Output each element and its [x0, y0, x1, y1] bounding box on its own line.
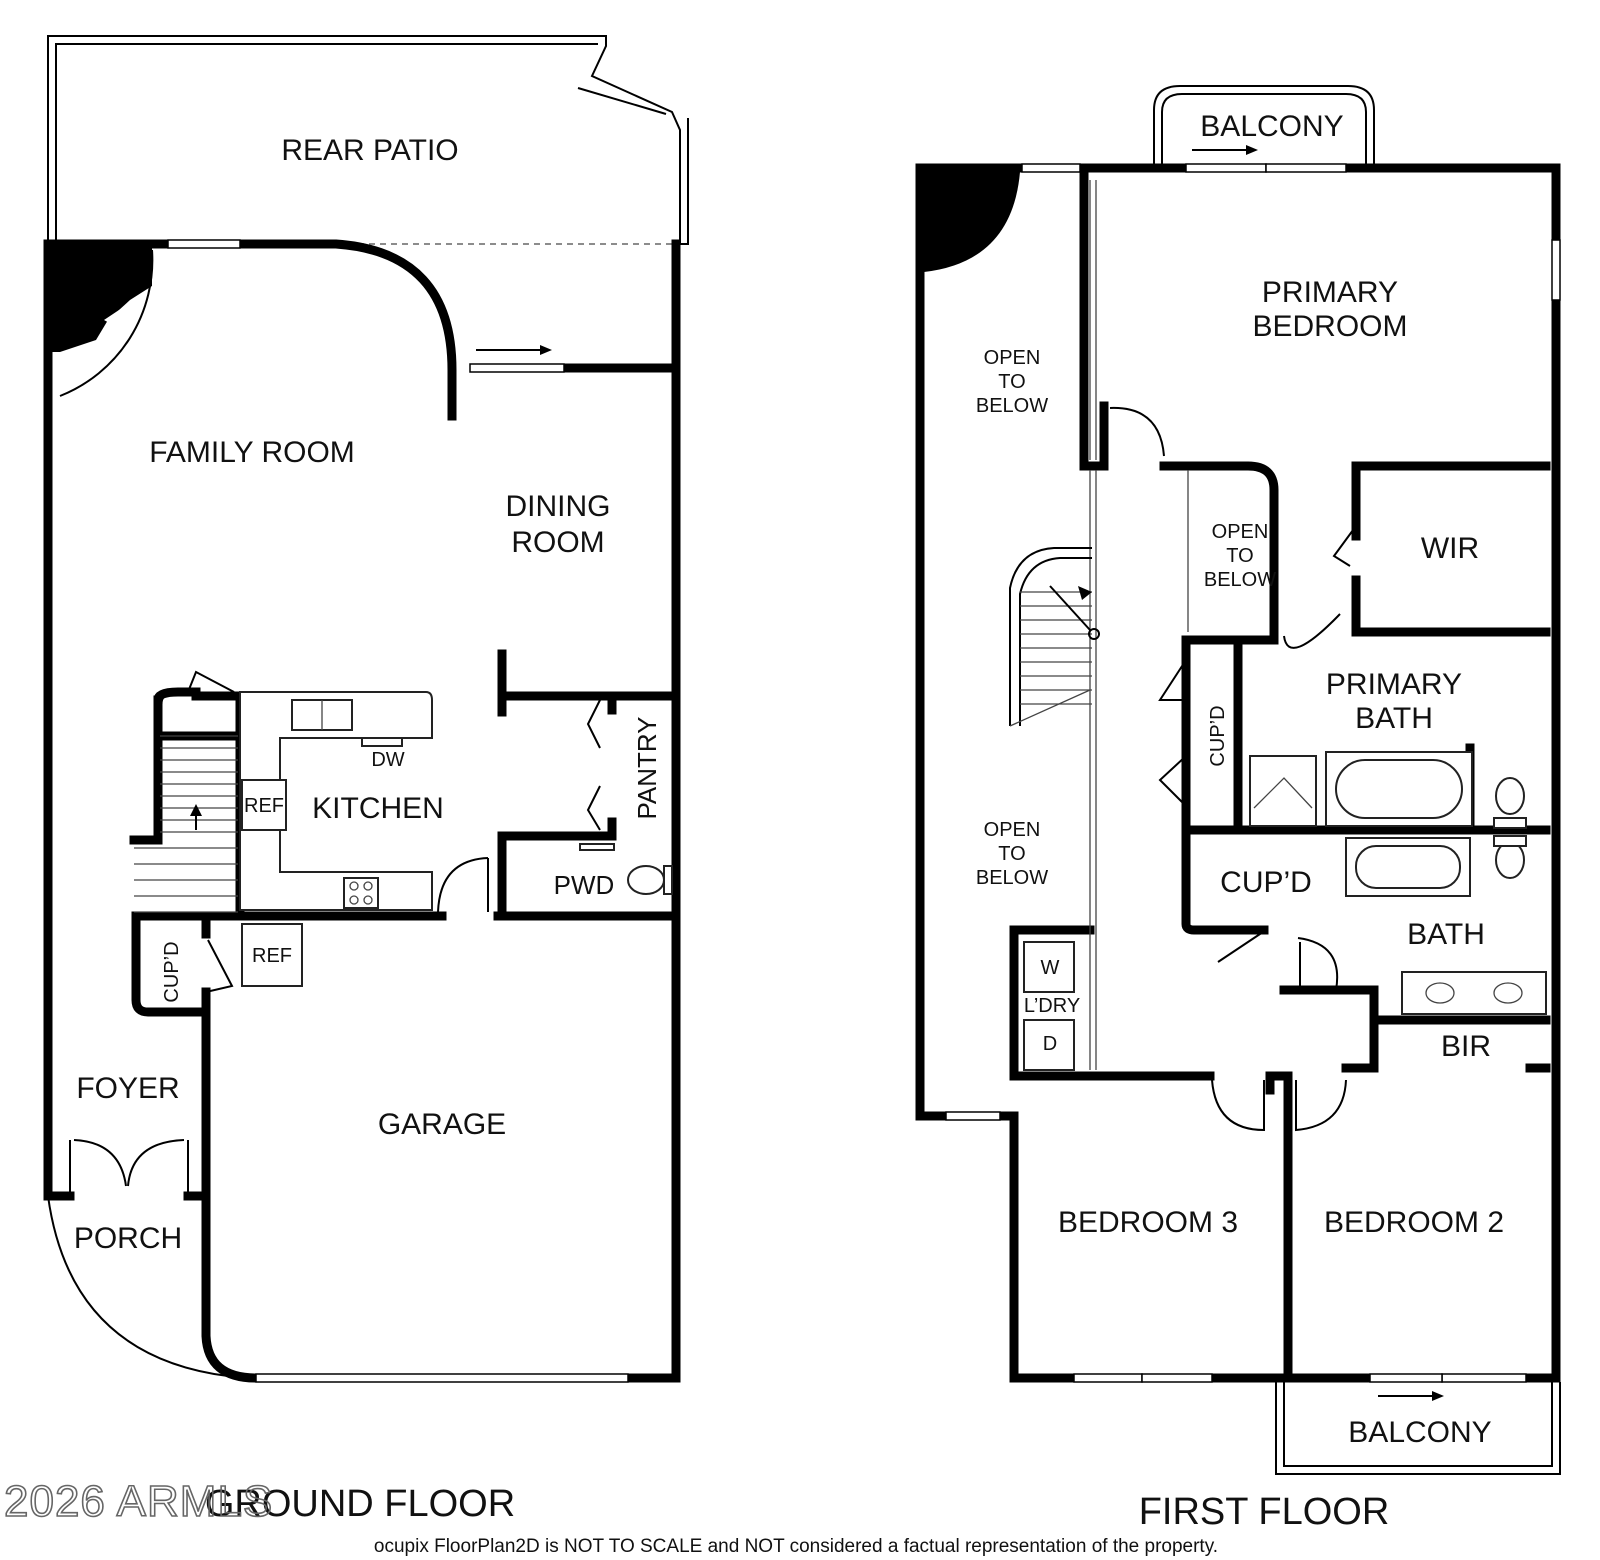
open-to-below-top-line1: OPEN: [984, 347, 1041, 369]
ground-exterior-wall: [43, 239, 681, 1383]
first-exterior-wall: [915, 163, 1561, 1383]
cupboard-hall-label: CUP’D: [1220, 866, 1312, 899]
refrigerator-label: REF: [244, 795, 284, 817]
primary-bath-label-line1: PRIMARY: [1326, 668, 1462, 701]
open-to-below-mid-line3: BELOW: [1204, 569, 1276, 591]
dryer-label: D: [1043, 1033, 1057, 1055]
open-to-below-low-line3: BELOW: [976, 867, 1048, 889]
open-to-below-low-line1: OPEN: [984, 819, 1041, 841]
powder-room-label: PWD: [554, 870, 615, 900]
rear-patio-label: REAR PATIO: [281, 134, 458, 167]
open-to-below-low-line2: TO: [998, 843, 1025, 865]
top-balcony-outline: [1153, 85, 1375, 168]
top-balcony-label: BALCONY: [1200, 110, 1343, 143]
bedroom-2-label: BEDROOM 2: [1324, 1206, 1504, 1239]
garage-refrigerator-label: REF: [252, 945, 292, 967]
cupboard-vertical-label: CUP’D: [1207, 705, 1229, 766]
primary-toilet: [1495, 777, 1525, 815]
garage-refrigerator: [241, 923, 303, 987]
porch-label: PORCH: [74, 1222, 182, 1255]
open-to-below-top-line2: TO: [998, 371, 1025, 393]
cooktop: [343, 877, 379, 909]
bottom-balcony-label: BALCONY: [1348, 1416, 1491, 1449]
armls-watermark: 2026 ARMLS: [4, 1477, 273, 1526]
dryer: [1023, 1019, 1075, 1071]
open-to-below-mid-line2: TO: [1226, 545, 1253, 567]
disclaimer-text: ocupix FloorPlan2D is NOT TO SCALE and N…: [374, 1536, 1218, 1557]
washer: [1023, 941, 1075, 993]
first-interior-walls: [1009, 167, 1551, 1383]
ground-floor-plan: [43, 35, 689, 1383]
dining-slider: [469, 363, 565, 373]
garage-label: GARAGE: [378, 1108, 506, 1141]
bath-label: BATH: [1407, 918, 1485, 951]
dining-room-label-line1: DINING: [506, 490, 611, 523]
open-to-below-top-line3: BELOW: [976, 395, 1048, 417]
refrigerator: [241, 779, 287, 831]
first-floor-plan: [915, 85, 1561, 1475]
primary-bedroom-label-line1: PRIMARY: [1262, 276, 1398, 309]
kitchen-label: KITCHEN: [312, 792, 444, 825]
bottom-balcony-outline: [1275, 1382, 1561, 1475]
powder-toilet: [627, 865, 665, 895]
bedroom-3-label: BEDROOM 3: [1058, 1206, 1238, 1239]
wir-label: WIR: [1421, 532, 1479, 565]
double-vanity: [1401, 971, 1547, 1015]
hall-toilet: [1495, 841, 1525, 879]
laundry-label: L’DRY: [1024, 995, 1080, 1017]
foyer-label: FOYER: [76, 1072, 179, 1105]
ground-stairs: [134, 735, 238, 913]
primary-bath-label-line2: BATH: [1355, 702, 1433, 735]
pantry-label: PANTRY: [632, 716, 662, 819]
entry-doors: [69, 1139, 189, 1196]
first-floor-corner-column: [924, 172, 1020, 272]
ground-floor-title: GROUND FLOOR: [205, 1483, 515, 1525]
dishwasher-label: DW: [371, 749, 404, 771]
dining-room-label-line2: ROOM: [511, 526, 604, 559]
cupboard-label: CUP’D: [161, 941, 183, 1002]
rear-patio-outline: [47, 35, 681, 244]
open-to-below-mid-line1: OPEN: [1212, 521, 1269, 543]
family-room-label: FAMILY ROOM: [149, 436, 355, 469]
fireplace: [52, 248, 152, 352]
first-floor-title: FIRST FLOOR: [1139, 1491, 1390, 1533]
bir-label: BIR: [1441, 1030, 1491, 1063]
first-stairs: [1009, 547, 1100, 727]
garage-door: [255, 1373, 629, 1383]
porch-outline: [47, 1195, 229, 1377]
primary-bedroom-label-line2: BEDROOM: [1252, 310, 1407, 343]
washer-label: W: [1041, 957, 1060, 979]
shower: [1249, 755, 1317, 827]
family-room-window: [167, 239, 241, 249]
